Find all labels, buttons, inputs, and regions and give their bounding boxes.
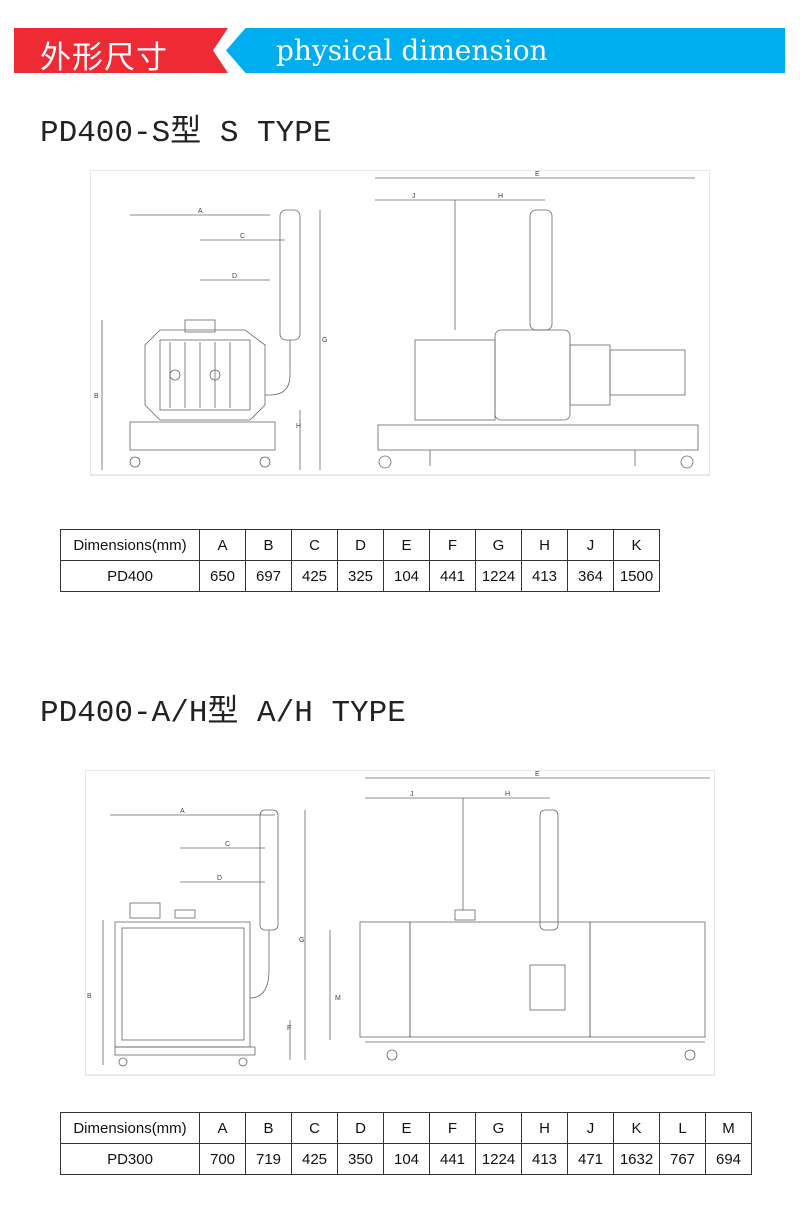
table-cell: 650	[199, 560, 246, 592]
header-cell: Dimensions(mm)	[60, 1112, 200, 1144]
table-cell: 1632	[613, 1143, 660, 1175]
banner-en: physical dimension	[226, 28, 785, 73]
ah-type-drawing: A C D B G F E J H M	[85, 770, 715, 1076]
s-type-drawing: A C D B G H E J H	[90, 170, 710, 476]
table-cell: 413	[521, 560, 568, 592]
table-cell: 471	[567, 1143, 614, 1175]
header-cell: E	[383, 1112, 430, 1144]
svg-text:J: J	[412, 193, 416, 200]
table-cell: 767	[659, 1143, 706, 1175]
table-cell: 441	[429, 560, 476, 592]
header-cell: J	[567, 529, 614, 561]
svg-text:H: H	[296, 423, 301, 430]
table-row: PD300 700 719 425 350 104 441 1224 413 4…	[60, 1143, 752, 1175]
table-cell: 1224	[475, 560, 522, 592]
svg-text:J: J	[410, 791, 414, 798]
s-type-dimension-table: Dimensions(mm) A B C D E F G H J K PD400…	[60, 529, 660, 592]
table-header-row: Dimensions(mm) A B C D E F G H J K L M	[60, 1112, 752, 1144]
table-header-row: Dimensions(mm) A B C D E F G H J K	[60, 529, 660, 561]
table-cell: 425	[291, 560, 338, 592]
table-cell: 413	[521, 1143, 568, 1175]
svg-text:D: D	[232, 273, 237, 280]
svg-text:A: A	[180, 808, 185, 815]
svg-text:D: D	[217, 875, 222, 882]
header-cell: K	[613, 529, 660, 561]
table-cell: 104	[383, 560, 430, 592]
banner-cn: 外形尺寸	[14, 28, 228, 73]
header-cell: A	[199, 1112, 246, 1144]
header-cell: M	[705, 1112, 752, 1144]
table-cell: 325	[337, 560, 384, 592]
header-cell: F	[429, 1112, 476, 1144]
table-cell: 1224	[475, 1143, 522, 1175]
header-cell: G	[475, 529, 522, 561]
svg-text:H: H	[498, 193, 503, 200]
section2-title: PD400-A/H型 A/H TYPE	[40, 696, 406, 731]
svg-text:B: B	[94, 393, 99, 400]
table-cell: PD300	[60, 1143, 200, 1175]
svg-text:F: F	[287, 1025, 291, 1032]
header-cell: C	[291, 529, 338, 561]
header-cell: Dimensions(mm)	[60, 529, 200, 561]
header-cell: E	[383, 529, 430, 561]
svg-text:E: E	[535, 771, 540, 778]
table-cell: PD400	[60, 560, 200, 592]
header-cell: A	[199, 529, 246, 561]
header-cell: H	[521, 529, 568, 561]
header-cell: B	[245, 529, 292, 561]
svg-text:G: G	[299, 937, 304, 944]
svg-text:C: C	[225, 841, 230, 848]
header-cell: D	[337, 1112, 384, 1144]
table-cell: 697	[245, 560, 292, 592]
table-cell: 1500	[613, 560, 660, 592]
table-cell: 700	[199, 1143, 246, 1175]
table-cell: 104	[383, 1143, 430, 1175]
table-row: PD400 650 697 425 325 104 441 1224 413 3…	[60, 560, 660, 592]
svg-text:E: E	[535, 171, 540, 178]
header-cell: D	[337, 529, 384, 561]
header-cell: H	[521, 1112, 568, 1144]
svg-text:B: B	[87, 993, 92, 1000]
banner-en-title: physical dimension	[276, 34, 548, 67]
header-cell: F	[429, 529, 476, 561]
svg-text:G: G	[322, 337, 327, 344]
table-cell: 350	[337, 1143, 384, 1175]
banner-cn-title: 外形尺寸	[40, 40, 168, 76]
svg-text:A: A	[198, 208, 203, 215]
header-cell: J	[567, 1112, 614, 1144]
svg-text:C: C	[240, 233, 245, 240]
table-cell: 694	[705, 1143, 752, 1175]
header-cell: L	[659, 1112, 706, 1144]
header-cell: B	[245, 1112, 292, 1144]
section1-title: PD400-S型 S TYPE	[40, 116, 332, 151]
table-cell: 425	[291, 1143, 338, 1175]
svg-text:H: H	[505, 791, 510, 798]
header-cell: K	[613, 1112, 660, 1144]
table-cell: 719	[245, 1143, 292, 1175]
svg-text:M: M	[335, 995, 341, 1002]
header-cell: G	[475, 1112, 522, 1144]
table-cell: 441	[429, 1143, 476, 1175]
header-cell: C	[291, 1112, 338, 1144]
ah-type-dimension-table: Dimensions(mm) A B C D E F G H J K L M P…	[60, 1112, 752, 1175]
table-cell: 364	[567, 560, 614, 592]
